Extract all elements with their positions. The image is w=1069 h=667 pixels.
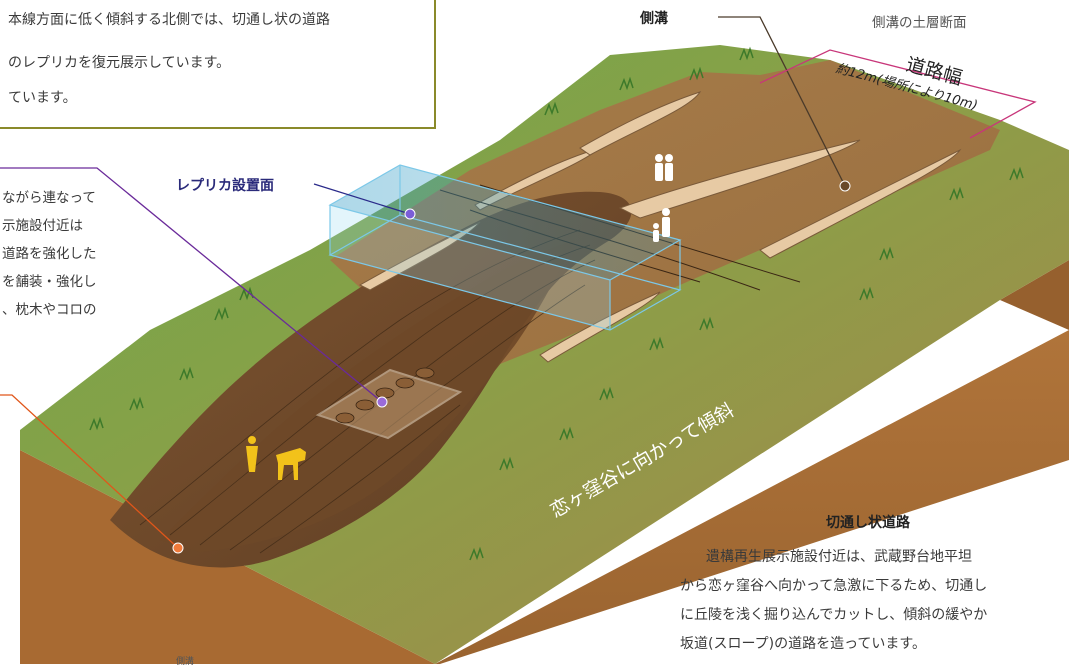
cut-road-body-2: から恋ヶ窪谷へ向かって急激に下るため、切通し [680,578,988,594]
left-text-line-4: を舗装・強化し [2,274,97,290]
replica-line [313,183,411,215]
traveler-and-horse [246,436,306,480]
right-soil-face [435,330,1069,664]
replica-box [328,164,682,331]
side-ditch-label: 側溝 [640,11,668,27]
left-text-line-5: 、枕木やコロの [2,302,97,318]
right-soil-face-dark [1000,260,1069,330]
purple-callout-point [376,396,388,408]
intro-text-box: 本線方面に低く傾斜する北側では、切通し状の道路 のレプリカを復元展示しています。… [0,0,436,129]
left-text-line-1: ながら連なって [2,190,96,206]
grass-tufts [89,46,1024,561]
intro-line-1: 本線方面に低く傾斜する北側では、切通し状の道路 [8,12,330,28]
purple-callout-line [0,167,383,403]
cut-road-body-1: 遺構再生展示施設付近は、武蔵野台地平坦 [706,549,972,565]
replica-surface-label: レプリカ設置面 [176,178,274,194]
replica-point [404,208,416,220]
cut-road-body-4: 坂道(スロープ)の道路を造っています。 [680,636,926,652]
cut-road-title: 切通し状道路 [826,515,910,531]
log-paving-area [315,368,463,440]
side-ditch-section-label: 側溝の土層断面 [872,15,967,31]
cut-road-body-3: に丘陵を浅く掘り込んでカットし、傾斜の緩やか [680,607,988,623]
left-text-line-2: 示施設付近は [2,218,83,234]
road-width-bracket [759,49,1037,139]
orange-callout-line [0,394,179,549]
person-silhouettes [653,154,673,242]
orange-callout-point [172,542,184,554]
side-ditch-line [718,16,846,187]
side-ditch-point [839,180,851,192]
bottom-small-label: 側溝 [176,657,195,667]
log-paving-circles [335,367,435,424]
intro-line-2: のレプリカを復元展示しています。 [8,55,231,71]
intro-line-3: ています。 [8,90,77,106]
left-text-line-3: 道路を強化した [2,246,97,262]
